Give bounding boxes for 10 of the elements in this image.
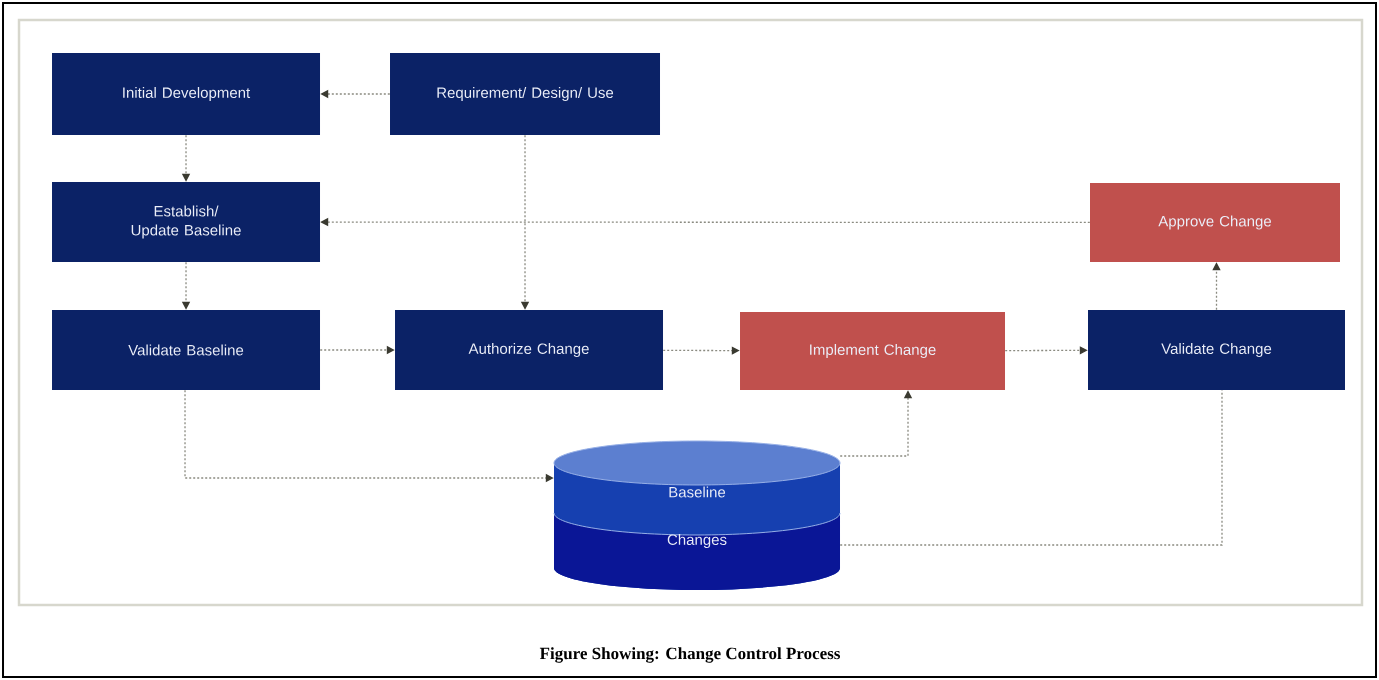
- process-box: Validate Baseline: [52, 310, 320, 390]
- database-cylinder: Baseline Changes: [553, 440, 841, 590]
- process-box: Establish/ Update Baseline: [52, 182, 320, 262]
- process-box: Initial Development: [52, 53, 320, 135]
- process-box: Approve Change: [1090, 183, 1340, 262]
- process-box: Authorize Change: [395, 310, 663, 390]
- process-box: Implement Change: [740, 312, 1005, 390]
- figure-caption: Figure Showing: Change Control Process: [539, 647, 840, 663]
- process-box: Validate Change: [1088, 310, 1345, 390]
- process-box: Requirement/ Design/ Use: [390, 53, 660, 135]
